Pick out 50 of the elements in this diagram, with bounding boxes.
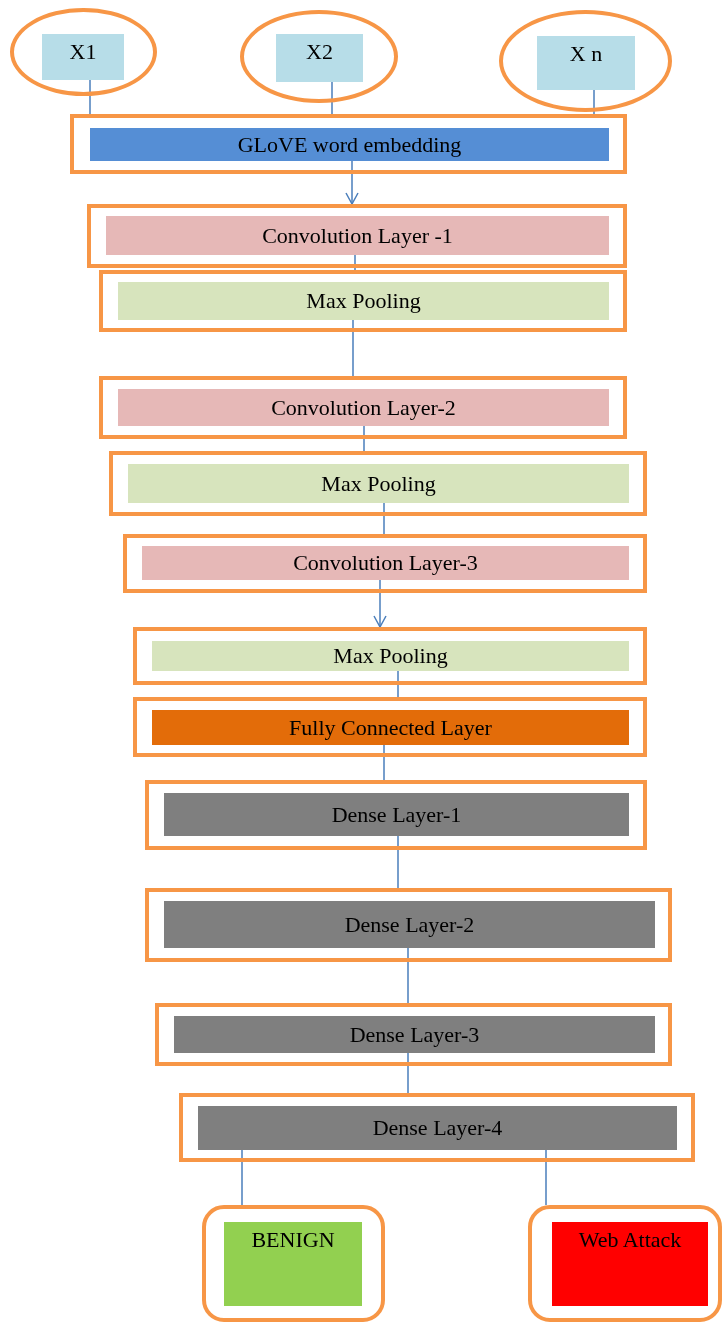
layer-label: Dense Layer-1 [331,800,462,829]
layer-label: Dense Layer-4 [372,1114,503,1142]
layer-label: Max Pooling [333,642,448,670]
embedding-layer-frame [70,114,627,174]
connector-line [593,89,595,115]
connector-line [407,947,409,1004]
layer-label: Max Pooling [321,469,436,498]
connector-line [363,425,365,452]
connector-line [331,81,333,115]
dense-layer-frame [155,1003,672,1066]
convolution-layer-frame [123,534,647,593]
output-class-frame [528,1205,722,1322]
layer-label: GLoVE word embedding [237,130,462,159]
input-token-frame [10,8,157,96]
layer-label: Fully Connected Layer [289,713,492,742]
connector-line [545,1149,547,1206]
connector-line [407,1052,409,1094]
convolution-layer-frame [87,204,627,268]
layer-label: Convolution Layer-3 [293,549,478,577]
connector-line [241,1149,243,1206]
layer-label: X1 [69,38,97,66]
arrow [373,579,387,628]
pooling-layer-frame [109,451,647,516]
dense-layer-frame [145,780,647,850]
connector-line [383,502,385,535]
layer-label: Convolution Layer -1 [262,221,453,250]
layer-label: Convolution Layer-2 [271,393,456,422]
layer-label: Dense Layer-3 [349,1020,480,1049]
layer-label: X2 [306,38,333,66]
arrow [345,160,359,205]
pooling-layer-frame [133,627,647,685]
input-token-frame [499,10,672,112]
layer-label: Dense Layer-2 [344,910,475,939]
connector-line [397,835,399,889]
pooling-layer-frame [99,270,627,332]
convolution-layer-frame [99,376,627,439]
connector-line [354,254,356,271]
connector-line [352,319,354,377]
connector-line [383,744,385,781]
layer-label: X n [569,40,603,68]
connector-line [397,670,399,698]
layer-label: BENIGN [251,1226,335,1254]
connector-line [89,79,91,115]
dense-layer-frame [179,1093,695,1162]
dense-layer-frame [145,888,672,962]
layer-label: Max Pooling [306,287,421,315]
input-token-frame [240,10,398,103]
layer-label: Web Attack [578,1226,682,1254]
fully-connected-layer-frame [133,697,647,757]
output-class-frame [202,1205,385,1322]
